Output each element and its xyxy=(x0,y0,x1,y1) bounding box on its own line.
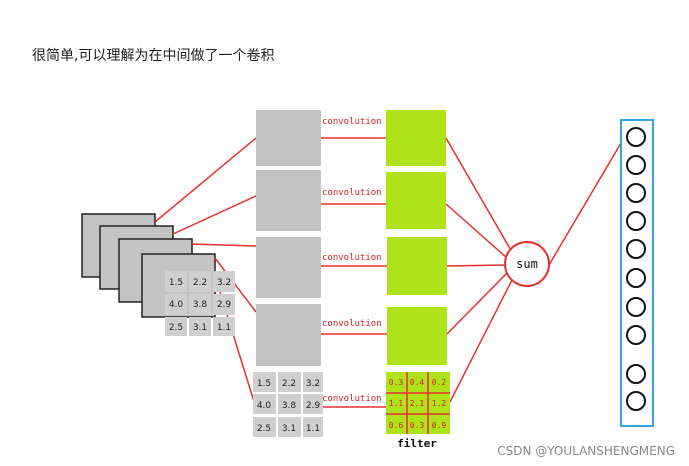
input-cell: 2.2 xyxy=(193,278,207,288)
output-neuron xyxy=(626,391,646,411)
feature-block-4 xyxy=(256,304,321,366)
filter-cell: 0.9 xyxy=(432,421,447,430)
feature-cell: 1.5 xyxy=(257,379,271,389)
filter-block-2 xyxy=(386,172,446,229)
filter-cell: 0.3 xyxy=(410,421,425,430)
feature-cell: 2.2 xyxy=(282,379,296,389)
feature-block-3 xyxy=(256,237,321,298)
input-cell: 4.0 xyxy=(169,300,184,310)
input-cell: 1.1 xyxy=(217,323,231,333)
filter-cell: 1.1 xyxy=(389,399,404,408)
filter-cell: 0.2 xyxy=(432,378,447,387)
output-neuron xyxy=(626,155,646,175)
output-neurons xyxy=(626,127,646,411)
feature-blocks xyxy=(256,110,321,366)
filter-matrix xyxy=(386,372,450,434)
filter-block-4 xyxy=(387,307,447,365)
feature-block-1 xyxy=(256,110,321,166)
watermark: CSDN @YOULANSHENGMENG xyxy=(497,444,675,458)
sum-connections xyxy=(445,137,625,403)
conv-label-5: convolution xyxy=(322,394,382,404)
feature-cell: 3.8 xyxy=(282,401,297,411)
feature-cell: 3.1 xyxy=(282,424,296,434)
filter-block-1 xyxy=(386,110,446,166)
filter-blocks xyxy=(386,110,447,365)
input-cell: 2.5 xyxy=(169,323,183,333)
conv-label-2: convolution xyxy=(322,188,382,198)
feature-cell: 2.9 xyxy=(306,401,321,411)
input-matrix-grid xyxy=(165,271,235,336)
input-cell: 3.1 xyxy=(193,323,207,333)
feature-block-2 xyxy=(256,170,321,231)
conv-label-4: convolution xyxy=(322,319,382,329)
feature-cell: 4.0 xyxy=(257,401,272,411)
output-neuron xyxy=(626,364,646,384)
conv-connections xyxy=(321,137,387,408)
feature-cell: 3.2 xyxy=(306,379,320,389)
feature-cell: 2.5 xyxy=(257,424,271,434)
output-neuron xyxy=(626,239,646,259)
feature-matrix-grid xyxy=(253,372,323,437)
conv-label-1: convolution xyxy=(322,117,382,127)
filter-label: filter xyxy=(397,437,437,450)
filter-cell: 0.6 xyxy=(389,421,404,430)
input-cell: 3.8 xyxy=(193,300,208,310)
page-caption: 很简单,可以理解为在中间做了一个卷积 xyxy=(32,48,275,64)
filter-cell: 2.1 xyxy=(410,399,425,408)
filter-block-3 xyxy=(387,237,447,295)
output-neuron xyxy=(626,297,646,317)
input-cell: 1.5 xyxy=(169,278,183,288)
filter-matrix-gridlines xyxy=(386,372,450,434)
output-neuron xyxy=(626,325,646,345)
filter-cell: 1.2 xyxy=(432,399,447,408)
output-neuron xyxy=(626,211,646,231)
sum-node xyxy=(504,241,550,287)
output-neuron xyxy=(626,183,646,203)
filter-cell: 0.3 xyxy=(389,378,404,387)
conv-label-3: convolution xyxy=(322,253,382,263)
feature-cell: 1.1 xyxy=(306,424,320,434)
input-cell: 3.2 xyxy=(217,278,231,288)
output-neuron xyxy=(626,127,646,147)
output-neuron xyxy=(626,268,646,288)
sum-label: sum xyxy=(516,257,538,271)
filter-cell: 0.4 xyxy=(410,378,425,387)
input-cell: 2.9 xyxy=(217,300,232,310)
